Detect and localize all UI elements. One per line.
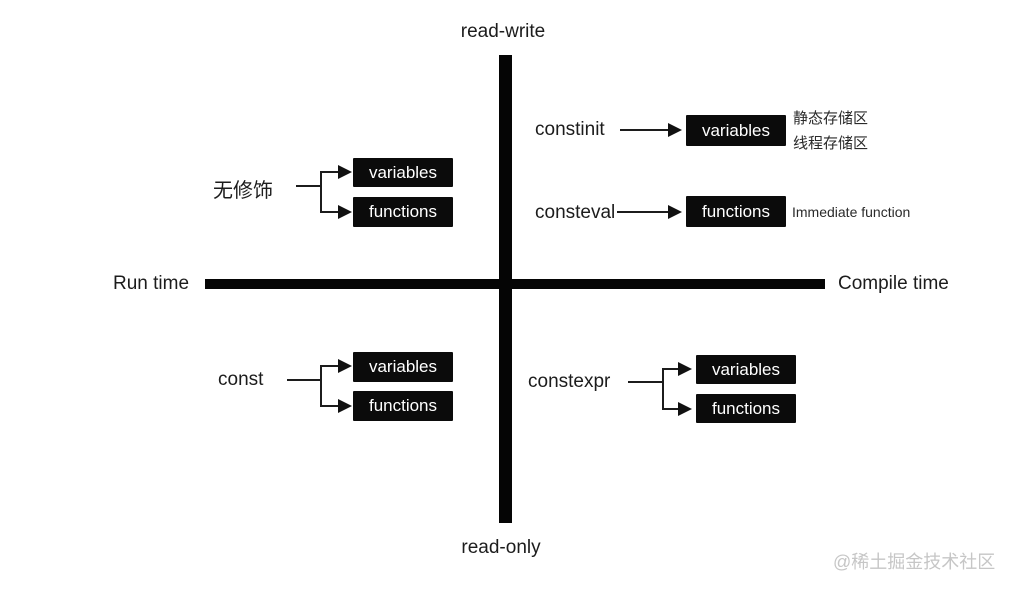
watermark-text: @稀土掘金技术社区 (833, 552, 996, 572)
arrowhead-icon (338, 399, 352, 413)
axis-label-compile-time: Compile time (838, 273, 949, 294)
box-const-functions: functions (353, 391, 453, 421)
box-consteval-functions: functions (686, 196, 786, 227)
connector-line (662, 408, 680, 410)
box-constexpr-functions: functions (696, 394, 796, 423)
arrowhead-icon (338, 359, 352, 373)
horizontal-axis-line (205, 279, 825, 289)
keyword-constexpr: constexpr (528, 371, 611, 392)
connector-line (320, 405, 340, 407)
keyword-constinit: constinit (535, 119, 605, 140)
connector-line (320, 171, 322, 213)
connector-line (320, 171, 340, 173)
axis-label-read-only: read-only (461, 537, 541, 558)
connector-line (662, 368, 680, 370)
connector-line (628, 381, 663, 383)
note-thread-storage: 线程存储区 (793, 135, 869, 152)
axis-label-run-time: Run time (113, 273, 190, 294)
box-constinit-variables: variables (686, 115, 786, 146)
arrowhead-icon (678, 402, 692, 416)
arrowhead-icon (338, 205, 352, 219)
keyword-const: const (218, 369, 264, 390)
vertical-axis-line (499, 55, 512, 523)
arrowhead-icon (668, 205, 682, 219)
arrowhead-icon (668, 123, 682, 137)
box-const-variables: variables (353, 352, 453, 382)
connector-line (320, 365, 340, 367)
arrowhead-icon (338, 165, 352, 179)
connector-line (617, 211, 668, 213)
box-no-modifier-functions: functions (353, 197, 453, 227)
connector-line (296, 185, 321, 187)
connector-line (320, 366, 322, 407)
keyword-consteval: consteval (535, 202, 616, 223)
connector-line (287, 379, 321, 381)
connector-line (620, 129, 668, 131)
keyword-no-modifier: 无修饰 (213, 180, 273, 202)
note-static-storage: 静态存储区 (793, 110, 869, 127)
box-no-modifier-variables: variables (353, 158, 453, 187)
connector-line (662, 368, 664, 410)
note-immediate-function: Immediate function (792, 204, 911, 220)
connector-line (320, 211, 340, 213)
axis-label-read-write: read-write (460, 21, 546, 42)
arrowhead-icon (678, 362, 692, 376)
box-constexpr-variables: variables (696, 355, 796, 384)
